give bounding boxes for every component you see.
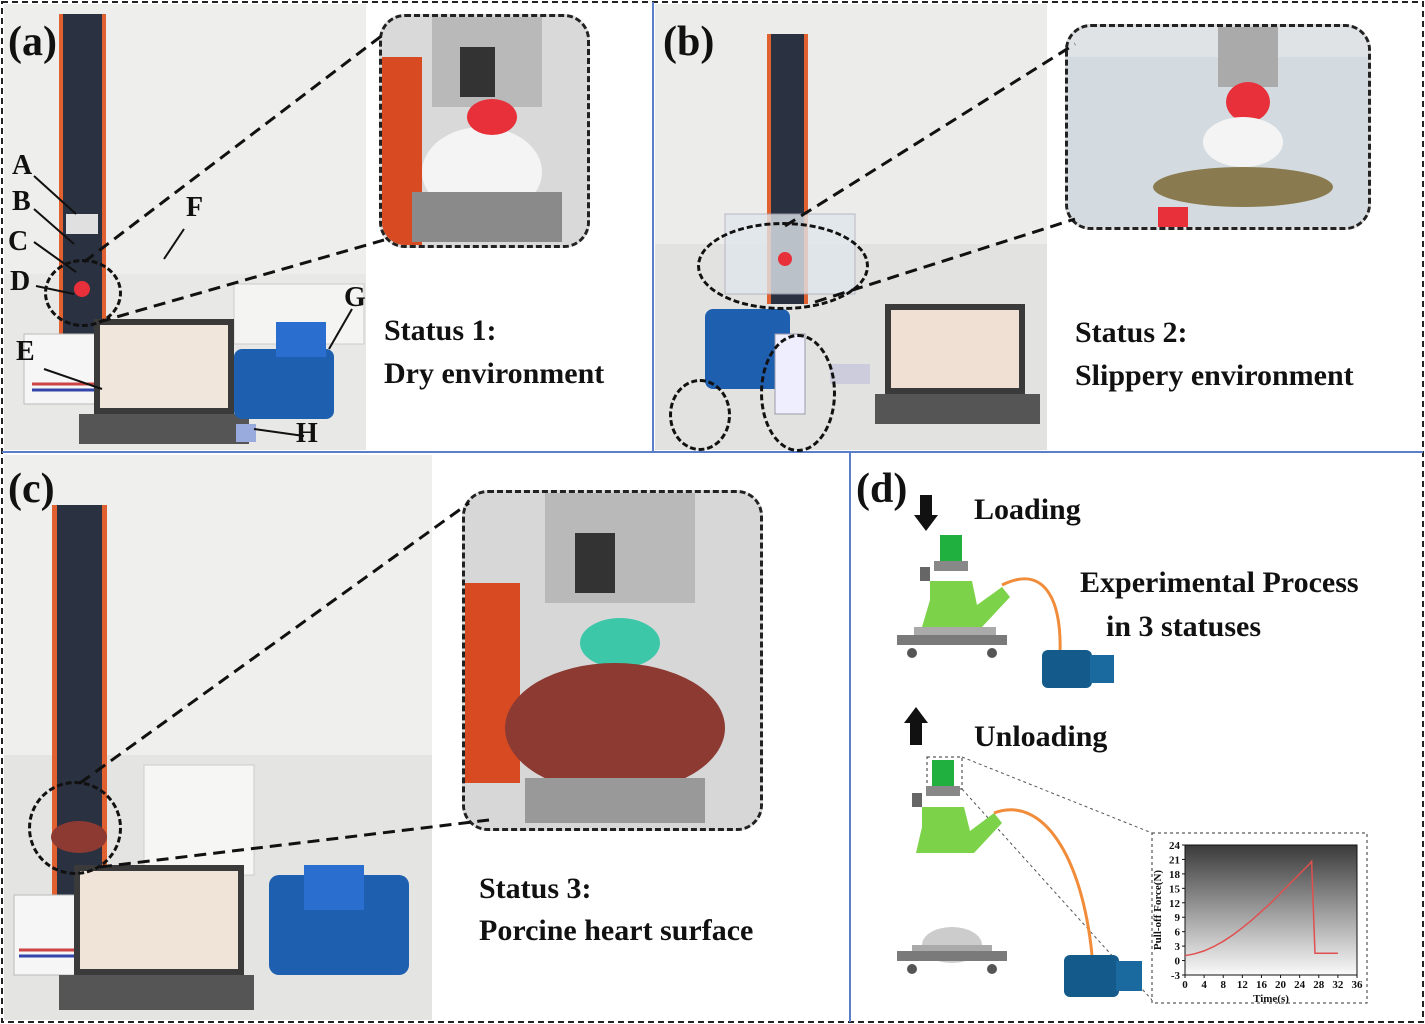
x-tick-label: 20 xyxy=(1275,979,1287,991)
laptop-base xyxy=(79,414,249,444)
panel-c-scene xyxy=(4,455,432,1020)
panel-a-ellipse xyxy=(44,259,122,327)
panel-a-zoom-scene xyxy=(382,17,587,245)
vacuum-pump-top xyxy=(1042,650,1092,688)
x-axis-label: Time(s) xyxy=(1253,993,1289,1005)
panel-a-scene xyxy=(4,4,366,450)
y-tick-label: 18 xyxy=(1169,869,1181,881)
callout-f: F xyxy=(186,192,204,223)
panel-b-zoom-scene xyxy=(1068,27,1368,227)
process-label-line1: Experimental Process xyxy=(1080,566,1359,599)
y-tick-label: 3 xyxy=(1175,941,1181,953)
panel-d-letter: (d) xyxy=(856,466,908,512)
y-tick-label: 12 xyxy=(1169,898,1181,910)
x-tick-label: 16 xyxy=(1256,979,1268,991)
callout-e: E xyxy=(16,336,35,367)
heart-closeup xyxy=(505,663,725,793)
panel-b-ellipse-tank xyxy=(697,222,869,310)
unloading-label: Unloading xyxy=(974,720,1108,753)
x-tick-label: 8 xyxy=(1220,979,1226,991)
panel-c-zoom-scene xyxy=(465,493,760,828)
status-3-desc: Porcine heart surface xyxy=(479,914,754,947)
panel-c-photo xyxy=(4,455,432,1020)
status-1-desc: Dry environment xyxy=(384,357,605,390)
status-1-title: Status 1: xyxy=(384,314,497,347)
callout-g: G xyxy=(344,282,366,313)
panel-c: (c) Status 3: Porcine heart surface xyxy=(4,455,848,1020)
arrow-up-icon xyxy=(904,707,928,745)
loading-label: Loading xyxy=(974,493,1081,526)
callout-h: H xyxy=(296,418,318,449)
status-2-title: Status 2: xyxy=(1075,316,1188,349)
status-3-title: Status 3: xyxy=(479,872,592,905)
panel-b-ellipse-bottle xyxy=(760,334,836,452)
y-axis-label: Pull-off Force(N) xyxy=(1152,870,1164,950)
x-tick-label: 32 xyxy=(1332,979,1344,991)
vacuum-pump-bottom xyxy=(1064,955,1119,997)
panel-c-leader-lines xyxy=(79,501,490,869)
laptop-base xyxy=(875,394,1040,424)
y-tick-label: 9 xyxy=(1175,912,1181,924)
x-tick-label: 12 xyxy=(1237,979,1249,991)
force-curve xyxy=(1184,859,1338,957)
y-tick-label: 24 xyxy=(1169,840,1181,852)
panel-c-zoom xyxy=(462,490,763,831)
panel-a-leader-lines xyxy=(33,32,385,437)
sucker-teal xyxy=(580,618,660,668)
panel-b: (b) Status 2: Slippery environment xyxy=(655,4,1421,452)
x-tick-label: 0 xyxy=(1182,979,1188,991)
callout-c: C xyxy=(8,226,29,257)
y-tick-label: 15 xyxy=(1169,883,1181,895)
panel-c-ellipse xyxy=(28,781,122,875)
x-tick-label: 28 xyxy=(1313,979,1325,991)
arrow-down-icon xyxy=(914,495,938,531)
loading-device xyxy=(897,535,1114,688)
panel-b-zoom xyxy=(1065,24,1371,230)
plot-area xyxy=(1184,844,1358,976)
y-tick-label: -3 xyxy=(1171,970,1181,982)
panel-b-ellipse-pump xyxy=(669,379,731,451)
panel-a: (a) A B C D E F G H Status 1: Dry enviro… xyxy=(4,4,652,450)
callout-d: D xyxy=(10,266,31,297)
panel-c-letter: (c) xyxy=(8,466,55,512)
process-label-line2: in 3 statuses xyxy=(1106,610,1262,643)
panel-b-leader-lines xyxy=(784,42,1076,304)
unloading-device xyxy=(897,760,1142,997)
laptop-base xyxy=(59,975,254,1010)
callout-a: A xyxy=(12,150,33,181)
x-tick-label: 4 xyxy=(1201,979,1207,991)
panel-a-zoom xyxy=(379,14,590,248)
y-tick-label: 6 xyxy=(1175,927,1181,939)
panel-b-letter: (b) xyxy=(663,19,715,65)
x-tick-label: 24 xyxy=(1294,979,1306,991)
x-tick-label: 36 xyxy=(1352,979,1364,991)
status-2-desc: Slippery environment xyxy=(1075,359,1354,392)
callout-b: B xyxy=(12,186,31,217)
y-tick-label: 0 xyxy=(1175,956,1181,968)
panel-a-letter: (a) xyxy=(8,19,57,65)
y-tick-label: 21 xyxy=(1169,854,1180,866)
vacuum-pump xyxy=(234,349,334,419)
